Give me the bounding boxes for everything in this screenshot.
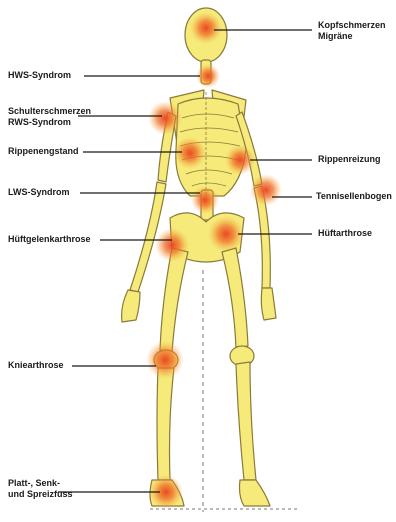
pain-ribs-left [174, 137, 206, 169]
label-lws-syndrom: LWS-Syndrom [8, 187, 70, 198]
label-hueftgelenk-text: Hüftgelenkarthrose [8, 234, 91, 245]
pain-elbow [250, 174, 282, 206]
label-hueftarthrose: Hüftarthrose [318, 228, 372, 239]
label-hueftarthrose-text: Hüftarthrose [318, 228, 372, 239]
right-femur [222, 248, 248, 348]
pain-head [190, 12, 222, 44]
pain-hip-left [155, 228, 189, 262]
label-hws-text: HWS-Syndrom [8, 70, 71, 81]
label-schulter-line2: RWS-Syndrom [8, 117, 91, 128]
left-hand [122, 290, 140, 322]
label-fuss-line2: und Spreizfuss [8, 489, 73, 500]
label-fuss: Platt-, Senk- und Spreizfuss [8, 478, 73, 500]
left-femur [160, 248, 188, 352]
label-kniearthrose: Kniearthrose [8, 360, 64, 371]
label-tennisellenbogen: Tennisellenbogen [316, 191, 392, 202]
label-knie-text: Kniearthrose [8, 360, 64, 371]
label-fuss-line1: Platt-, Senk- [8, 478, 73, 489]
label-hws-syndrom: HWS-Syndrom [8, 70, 71, 81]
label-schulterschmerzen: Schulterschmerzen RWS-Syndrom [8, 106, 91, 128]
label-rippenreizung-text: Rippenreizung [318, 154, 381, 165]
pain-shoulder [148, 101, 182, 135]
label-rippenreizung: Rippenreizung [318, 154, 381, 165]
right-tibia [236, 362, 256, 480]
label-lws-text: LWS-Syndrom [8, 187, 70, 198]
right-foot [240, 480, 271, 506]
label-kopfschmerzen-line1: Kopfschmerzen [318, 20, 386, 31]
pain-knee [146, 341, 184, 379]
label-tennis-text: Tennisellenbogen [316, 191, 392, 202]
label-kopfschmerzen-line2: Migräne [318, 31, 386, 42]
right-hand [261, 288, 276, 320]
label-hueftgelenkarthrose: Hüftgelenkarthrose [8, 234, 91, 245]
left-tibia [157, 368, 174, 480]
label-kopfschmerzen: Kopfschmerzen Migräne [318, 20, 386, 42]
pain-lumbar [191, 186, 219, 214]
label-schulter-line1: Schulterschmerzen [8, 106, 91, 117]
label-rippenengstand-text: Rippenengstand [8, 146, 79, 157]
label-rippenengstand: Rippenengstand [8, 146, 79, 157]
